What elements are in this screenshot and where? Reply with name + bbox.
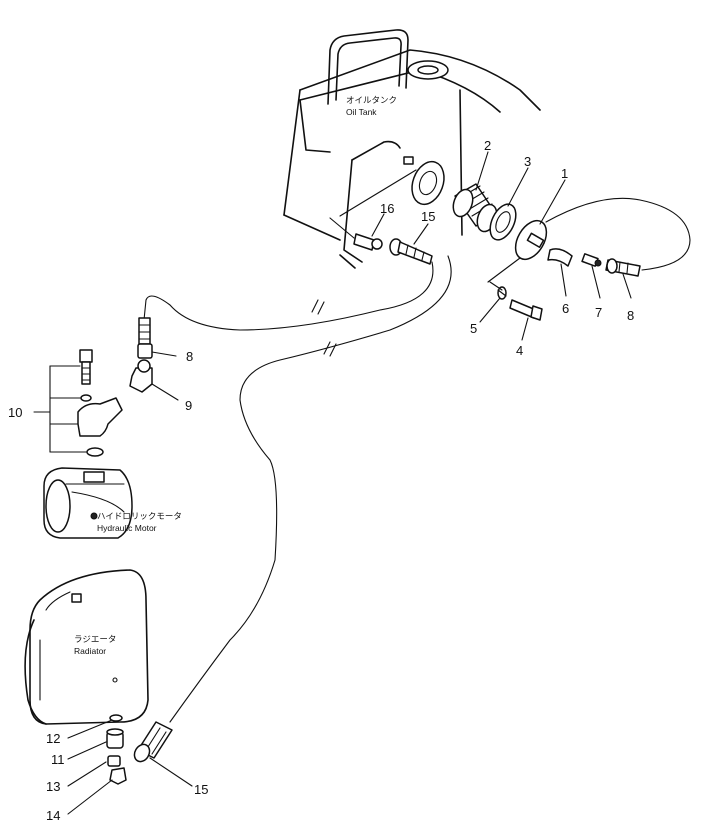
oil-tank-label-jp: オイルタンク (346, 95, 397, 105)
radiator-leader-lines (67, 719, 193, 815)
callout-4: 4 (516, 343, 523, 358)
callout-8-tank: 8 (627, 308, 634, 323)
callout-11: 11 (51, 752, 65, 767)
nut-part-13 (107, 755, 121, 767)
callout-16: 16 (380, 201, 394, 216)
callout-13: 13 (46, 779, 60, 794)
callout-12: 12 (46, 731, 60, 746)
callout-15-radiator: 15 (194, 782, 208, 797)
callout-6: 6 (562, 301, 569, 316)
callout-10: 10 (8, 405, 22, 420)
elbow-part-14 (109, 767, 127, 785)
hose-end-part-15-radiator (133, 721, 173, 763)
elbow-fitting-part-16 (353, 233, 383, 251)
flange-assembly-part-10 (77, 349, 123, 457)
callout-8-motor: 8 (186, 349, 193, 364)
washer-part-5 (497, 286, 507, 300)
hose-fitting-part-8-motor (137, 317, 153, 359)
hose-part-6 (547, 248, 573, 267)
radiator-label-jp: ラジエータ (74, 634, 116, 644)
hose-lines (143, 197, 691, 723)
oil-tank-label-en: Oil Tank (346, 107, 377, 117)
callout-7: 7 (595, 305, 602, 320)
callout-2: 2 (484, 138, 491, 153)
hydraulic-motor-label-en: Hydraulic Motor (97, 523, 157, 533)
callout-3: 3 (524, 154, 531, 169)
motor-leader-lines (33, 351, 179, 453)
tank-flange (411, 160, 445, 206)
callout-15-tank: 15 (421, 209, 435, 224)
radiator (24, 569, 149, 725)
o-ring-part-12 (109, 714, 123, 722)
elbow-part-9 (129, 359, 153, 393)
cover-part-1 (514, 219, 548, 261)
radiator-label-en: Radiator (74, 646, 106, 656)
hydraulic-motor-label-jp: ハイドロリックモータ (97, 511, 182, 521)
nipple-part-7 (581, 253, 602, 267)
oil-tank (283, 29, 541, 269)
tank-leader-lines (329, 151, 632, 341)
callout-1: 1 (561, 166, 568, 181)
adapter-part-11 (106, 728, 124, 749)
hose-fitting-part-8-tank (605, 258, 641, 277)
callout-9: 9 (185, 398, 192, 413)
gasket-part-3 (489, 203, 517, 241)
hose-end-part-15-tank (389, 238, 433, 265)
callout-numbers: 1 2 3 4 5 6 7 8 8 9 10 11 12 13 14 15 15… (8, 138, 634, 823)
callout-5: 5 (470, 321, 477, 336)
hydraulic-motor (43, 467, 133, 539)
bolt-part-4 (509, 299, 543, 321)
callout-14: 14 (46, 808, 60, 823)
